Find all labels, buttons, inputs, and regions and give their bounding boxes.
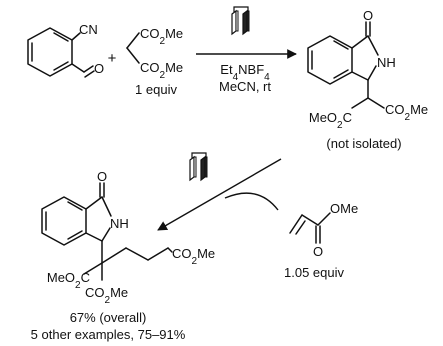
- conditions-electrolyte: Et4NBF4: [220, 62, 270, 83]
- product-nh: NH: [110, 216, 129, 231]
- reagent-2-formylbenzonitrile: CN O: [27, 22, 104, 78]
- intermediate-carbonyl-o: O: [363, 8, 373, 23]
- malonate-equiv: 1 equiv: [135, 82, 177, 97]
- product-yield: 67% (overall): [70, 310, 147, 325]
- acrylate-equiv: 1.05 equiv: [284, 265, 344, 280]
- product-carbonyl-o: O: [97, 169, 107, 184]
- nitrile-label: CN: [79, 22, 98, 37]
- other-examples: 5 other examples, 75–91%: [31, 327, 186, 342]
- aldehyde-oxygen-label: O: [94, 61, 104, 76]
- reaction-arrow-2: [157, 158, 282, 231]
- reagent-dimethyl-malonate: CO2Me CO2Me 1 equiv: [126, 26, 183, 97]
- plus-sign: +: [108, 50, 117, 67]
- product-bottom-ester: CO2Me: [85, 285, 128, 306]
- electrode-icon: [189, 152, 208, 182]
- malonate-ester-bottom: CO2Me: [140, 60, 183, 81]
- curved-addition-arrow: [224, 192, 279, 211]
- intermediate-left-ester: MeO2C: [309, 110, 352, 131]
- product-left-ester: MeO2C: [47, 270, 90, 291]
- intermediate-right-ester: CO2Me: [385, 102, 428, 123]
- product-isoindolinone: O NH CO2Me MeO2C CO2Me: [41, 169, 215, 306]
- intermediate-note: (not isolated): [326, 136, 401, 151]
- intermediate-isoindolinone: O NH MeO2C CO2Me (not isolated): [307, 8, 428, 151]
- product-chain-ester: CO2Me: [172, 246, 215, 267]
- acrylate-carbonyl-o: O: [313, 244, 323, 259]
- conditions-solvent: MeCN, rt: [219, 79, 271, 94]
- malonate-ester-top: CO2Me: [140, 26, 183, 47]
- reagent-methyl-acrylate: OMe O 1.05 equiv: [284, 201, 358, 280]
- electrode-icon: [231, 6, 250, 36]
- acrylate-ome: OMe: [330, 201, 358, 216]
- intermediate-nh: NH: [377, 55, 396, 70]
